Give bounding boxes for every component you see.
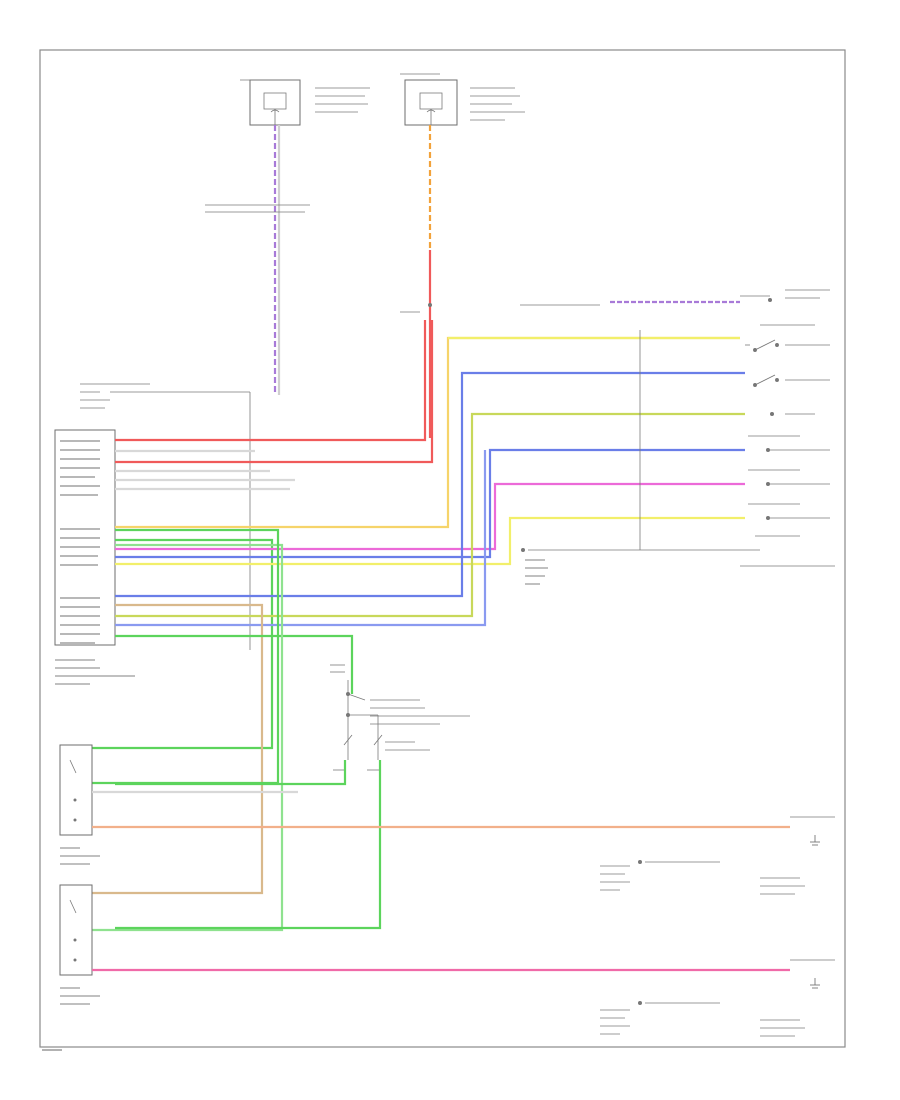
wire-palegreen bbox=[90, 543, 284, 932]
fuse-icon bbox=[426, 109, 436, 125]
ground-caption bbox=[525, 559, 548, 585]
module-caption bbox=[55, 659, 135, 685]
wire-green-relay-2 bbox=[115, 760, 382, 930]
motor-icon bbox=[59, 744, 93, 836]
wire-green-row bbox=[90, 538, 274, 750]
wire-red-1 bbox=[115, 320, 427, 442]
seat-control-module bbox=[54, 383, 251, 650]
right-motor-caption bbox=[60, 987, 100, 1005]
wire-orange-row bbox=[115, 336, 740, 529]
fuse-icon bbox=[270, 109, 280, 125]
fuse-box-right bbox=[400, 73, 525, 126]
ground-icon bbox=[810, 835, 820, 846]
motor-icon bbox=[59, 884, 93, 976]
wire-green-lower bbox=[115, 634, 354, 694]
wire-magenta-row bbox=[115, 482, 745, 551]
wire-yellow-row bbox=[115, 516, 745, 566]
ground-icon bbox=[810, 978, 820, 989]
relay bbox=[330, 664, 470, 771]
wire-blue-row bbox=[115, 448, 745, 559]
ground-connector-lower bbox=[600, 1001, 805, 1037]
right-connectors bbox=[748, 435, 830, 537]
wire-green-relay bbox=[115, 760, 347, 786]
module-pin-labels bbox=[60, 440, 100, 644]
left-motor-caption bbox=[60, 847, 100, 865]
switch-icon bbox=[753, 339, 779, 352]
ground-connector-upper bbox=[600, 860, 805, 895]
wire-tan-lower bbox=[90, 603, 264, 895]
switch-icon bbox=[343, 734, 383, 746]
wire-blue-lower bbox=[115, 371, 745, 598]
wire-blue-lower-2 bbox=[115, 450, 487, 627]
connector-icon bbox=[768, 298, 772, 302]
wire-red-2 bbox=[115, 320, 434, 464]
diagram-frame bbox=[39, 49, 846, 1048]
fuse-box-left bbox=[240, 79, 370, 126]
wire-yellowgreen-lower bbox=[115, 412, 745, 618]
switch-icon bbox=[753, 374, 779, 387]
